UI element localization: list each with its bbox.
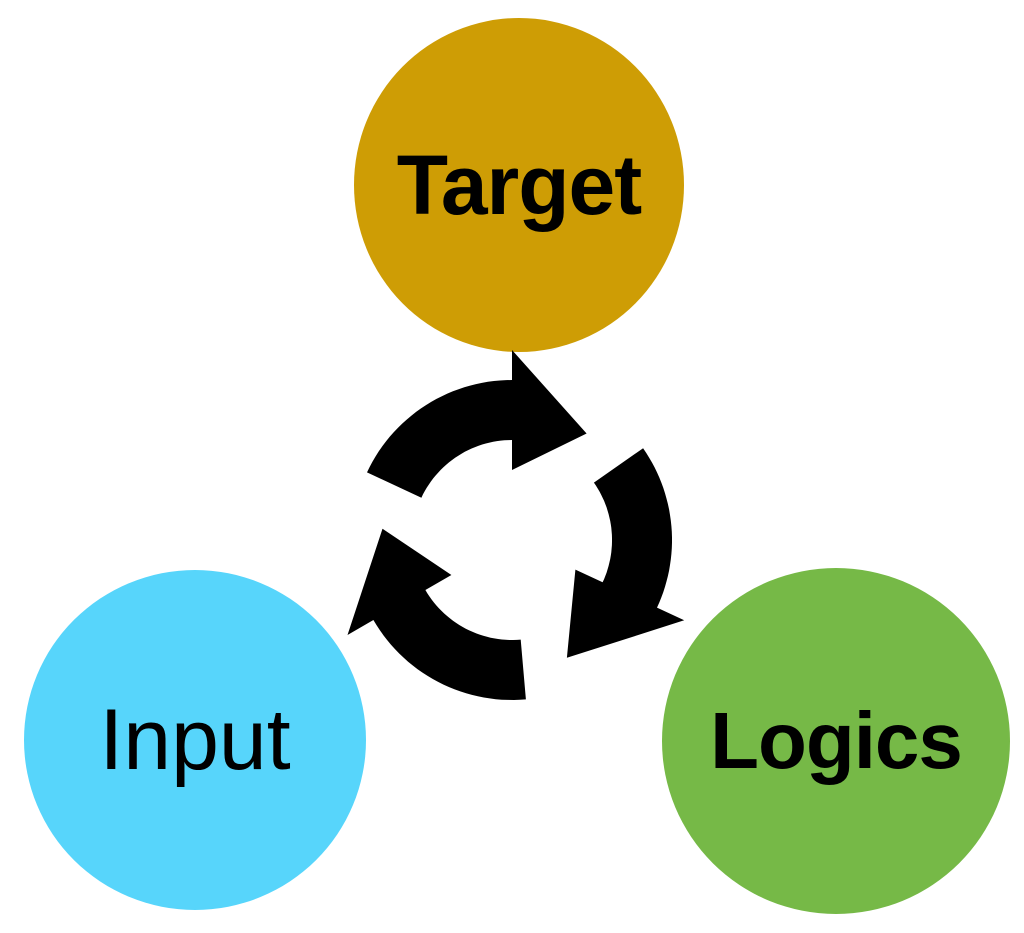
input-label: Input — [99, 692, 291, 788]
arrow-to-input-icon — [347, 528, 526, 700]
arrow-to-logics-icon — [566, 448, 685, 658]
logics-label: Logics — [710, 696, 963, 785]
logics-node: Logics — [662, 568, 1010, 914]
target-node: Target — [354, 18, 684, 352]
arrow-to-target-icon — [367, 350, 587, 498]
target-label: Target — [396, 138, 642, 232]
input-node: Input — [24, 570, 366, 910]
